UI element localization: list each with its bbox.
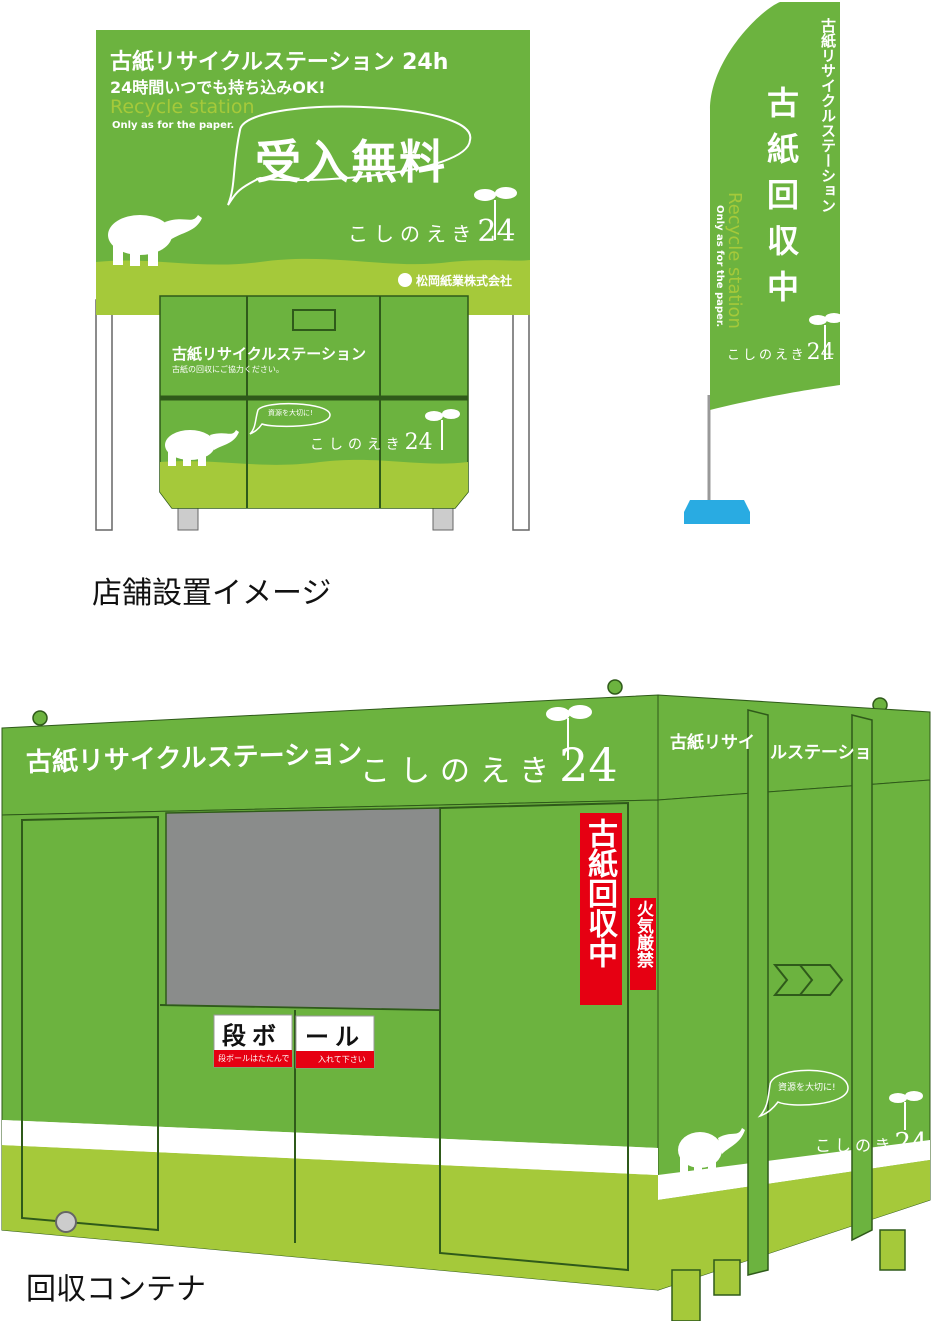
billboard-brand: こしのえき24 — [348, 214, 516, 249]
container — [1, 679, 931, 1321]
billboard-only-paper: Only as for the paper. — [112, 120, 235, 131]
container-side-title-2: ルステーショ — [770, 743, 872, 763]
sprout-icon — [546, 705, 592, 760]
billboard-subtitle: 24時間いつでも持ち込みOK! — [110, 78, 326, 97]
flag-recycle-en: Recycle station — [724, 192, 745, 329]
caption-container: 回収コンテナ — [26, 1272, 206, 1307]
dumpster-brand: こしのえき24 — [310, 430, 433, 455]
billboard-scene — [95, 30, 530, 531]
brand-text: こしのえき — [310, 437, 405, 453]
brand-text: こしのえき — [360, 754, 560, 789]
red-banner-text: 古紙回収中 — [582, 818, 617, 968]
cardboard-sign-1: 段ボ — [222, 1022, 282, 1050]
wheel-icon — [55, 1211, 77, 1233]
billboard-title: 古紙リサイクルステーション 24h — [110, 50, 449, 75]
recycle-arrow-icon — [772, 964, 844, 996]
billboard-free-text: 受入無料 — [255, 135, 447, 189]
dumpster-note: 古紙の回収にご協力ください。 — [172, 365, 284, 374]
sprout-icon — [425, 409, 460, 450]
brand-text: こしのえき — [348, 222, 478, 246]
container-side-title: 古紙リサイ — [670, 733, 755, 753]
elephant-icon — [678, 1128, 745, 1178]
brand-text: こしのえき — [727, 348, 807, 363]
container-bubble: 資源を大切に! — [778, 1083, 836, 1093]
elephant-icon — [165, 430, 239, 466]
brand-num: 24 — [894, 1128, 928, 1158]
billboard-recycle-en: Recycle station — [110, 96, 255, 118]
caption-store: 店舗設置イメージ — [92, 576, 332, 611]
cardboard-sign-2-sub: 入れて下さい — [318, 1055, 366, 1064]
brand-num: 24 — [806, 340, 835, 365]
company-logo-icon — [398, 273, 412, 287]
no-fire-text: 火気厳禁 — [633, 900, 653, 968]
brand-text: こしのき — [815, 1136, 895, 1155]
dumpster-bubble: 資源を大切に! — [268, 409, 313, 417]
brand-num: 24 — [477, 214, 516, 249]
dumpster-title: 古紙リサイクルステーション — [172, 345, 366, 363]
container-side-brand: こしのき24 — [815, 1128, 928, 1158]
sprout-icon — [474, 187, 517, 240]
cardboard-sign-1-sub: 段ボールはたたんで — [218, 1054, 290, 1063]
dumpster — [159, 295, 469, 531]
elephant-icon — [108, 215, 202, 266]
brand-num: 24 — [404, 430, 433, 455]
flag-vertical-title: 古紙リサイクルステーション — [819, 18, 837, 213]
flag-only-paper: Only as for the paper. — [714, 205, 725, 328]
container-brand: こしのえき24 — [360, 738, 618, 792]
sprout-icon — [809, 313, 843, 360]
sprout-icon — [889, 1091, 923, 1130]
flag-big-text: 古紙回収中 — [762, 86, 800, 316]
flag — [684, 2, 843, 524]
billboard-company: 松岡紙業株式会社 — [416, 274, 513, 288]
flag-brand: こしのえき24 — [727, 340, 835, 365]
cardboard-sign-2: ール — [305, 1023, 365, 1051]
brand-num: 24 — [559, 738, 618, 792]
